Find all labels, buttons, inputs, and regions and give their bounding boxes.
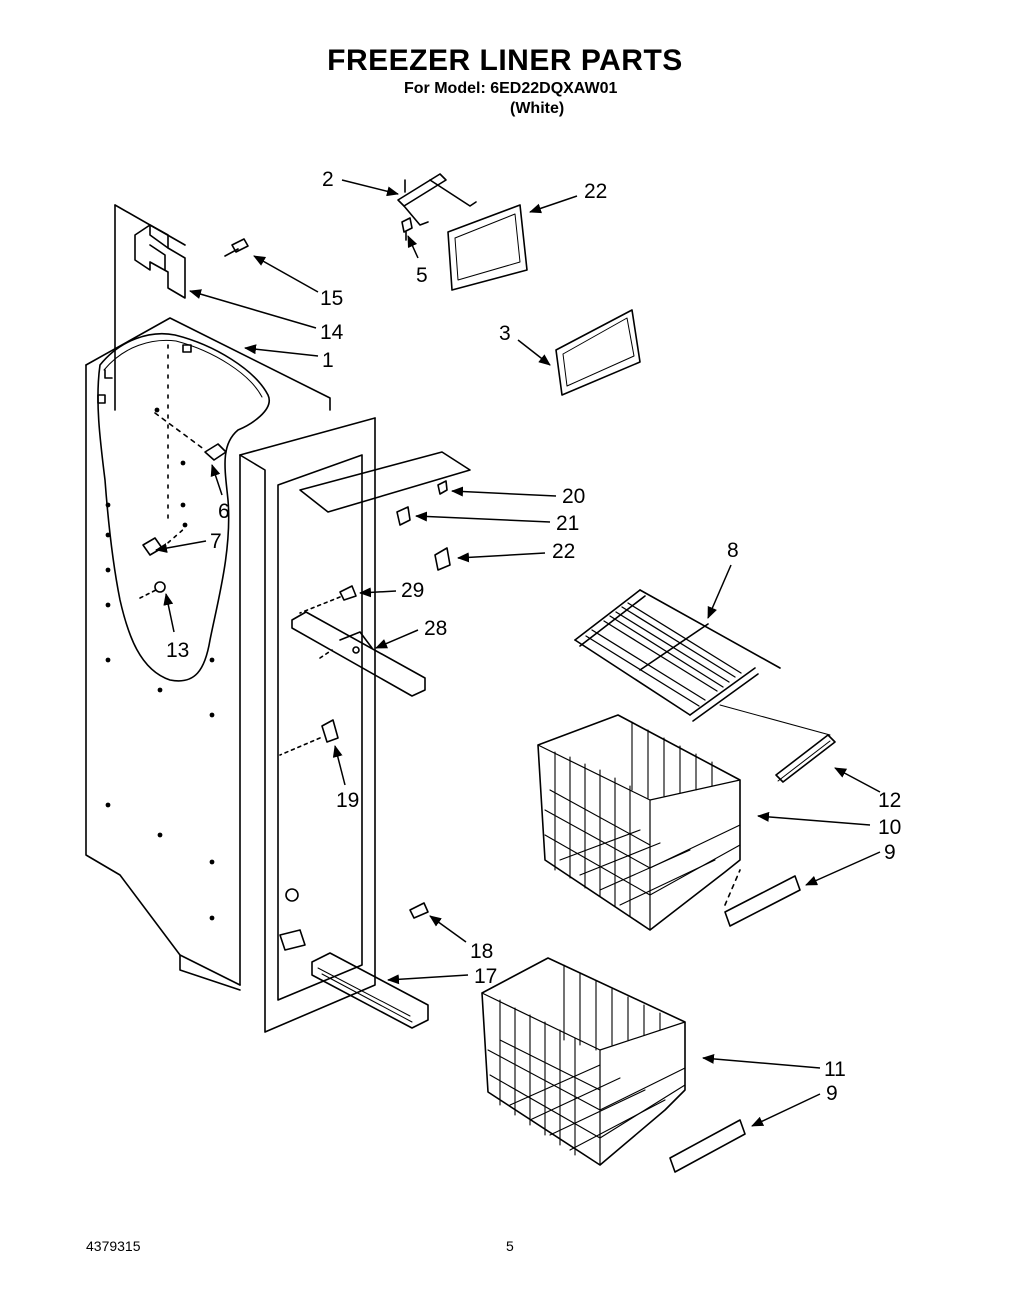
part-20-tab (437, 480, 448, 495)
callout-22a: 22 (584, 180, 607, 203)
leader-10 (757, 811, 871, 826)
part-2-bracket (397, 173, 477, 226)
page-number: 5 (506, 1238, 514, 1254)
part-19-clip (279, 719, 339, 756)
part-9-front-lower (669, 1119, 746, 1173)
leader-13 (163, 593, 175, 633)
callout-9a: 9 (884, 841, 896, 864)
callout-5: 5 (416, 264, 428, 287)
part-3-panel (555, 309, 641, 396)
callout-14: 14 (320, 321, 344, 344)
leader-28 (375, 629, 419, 649)
part-20-label (299, 451, 471, 513)
callout-20: 20 (562, 485, 585, 508)
part-11-basket (481, 957, 686, 1166)
document-number: 4379315 (86, 1238, 141, 1254)
leader-21 (415, 511, 551, 523)
leader-5 (407, 235, 419, 259)
callout-22b: 22 (552, 540, 575, 563)
leader-11 (702, 1053, 821, 1069)
callout-13: 13 (166, 639, 189, 662)
part-7-fastener (142, 527, 186, 556)
color-line: (White) (510, 100, 565, 117)
leader-2 (341, 179, 399, 197)
leader-12 (834, 767, 881, 793)
callout-19: 19 (336, 789, 359, 812)
leader-6 (210, 464, 223, 496)
part-17-grille (311, 952, 429, 1029)
callout-28: 28 (424, 617, 447, 640)
callout-7: 7 (210, 530, 222, 553)
leader-8 (707, 564, 732, 619)
part-29-screw (299, 585, 357, 614)
callout-12: 12 (878, 789, 901, 812)
part-22-clip (434, 547, 451, 571)
callout-6: 6 (218, 500, 230, 523)
freezer-liner (85, 204, 376, 1033)
leader-9b (751, 1093, 821, 1127)
page-title: FREEZER LINER PARTS (327, 44, 683, 77)
callout-3: 3 (499, 322, 511, 345)
liner-rivets (105, 407, 215, 921)
leader-1 (244, 344, 319, 357)
part-22-grille (447, 204, 528, 291)
part-28-rail (291, 611, 426, 697)
leader-18 (429, 915, 467, 943)
part-8-wire-shelf (574, 589, 781, 722)
callout-21: 21 (556, 512, 579, 535)
callout-11: 11 (824, 1058, 846, 1081)
callout-1: 1 (322, 349, 334, 372)
leader-22a (529, 195, 578, 214)
model-line: For Model: 6ED22DQXAW01 (404, 80, 618, 97)
leader-20 (451, 486, 557, 497)
leader-14 (189, 289, 317, 329)
part-13-screw (139, 581, 166, 599)
leader-29 (359, 587, 397, 598)
callout-8: 8 (727, 539, 739, 562)
part-5-screw (401, 217, 413, 241)
leader-3 (517, 339, 551, 366)
callout-2: 2 (322, 168, 334, 191)
part-14-hinge-cover (134, 224, 186, 299)
leader-9a (805, 851, 881, 886)
leader-17 (387, 974, 469, 985)
part-10-basket (537, 714, 741, 931)
part-21-clip (396, 506, 411, 526)
callout-17: 17 (474, 965, 497, 988)
callout-labels: 1 2 3 5 6 7 8 9 9 10 11 12 13 14 15 17 1… (166, 168, 901, 1105)
leader-22b (457, 552, 546, 563)
callout-10: 10 (878, 816, 901, 839)
callout-15: 15 (320, 287, 343, 310)
callout-9b: 9 (826, 1082, 838, 1105)
part-9-front-upper (724, 869, 801, 927)
part-12-trim (719, 704, 836, 783)
part-15-screw (224, 238, 249, 257)
part-6-clip (154, 412, 227, 461)
callout-29: 29 (401, 579, 424, 602)
callout-18: 18 (470, 940, 493, 963)
leader-19 (332, 745, 346, 786)
leader-15 (253, 255, 319, 293)
leader-7 (155, 540, 207, 553)
part-18-screw (409, 902, 429, 919)
